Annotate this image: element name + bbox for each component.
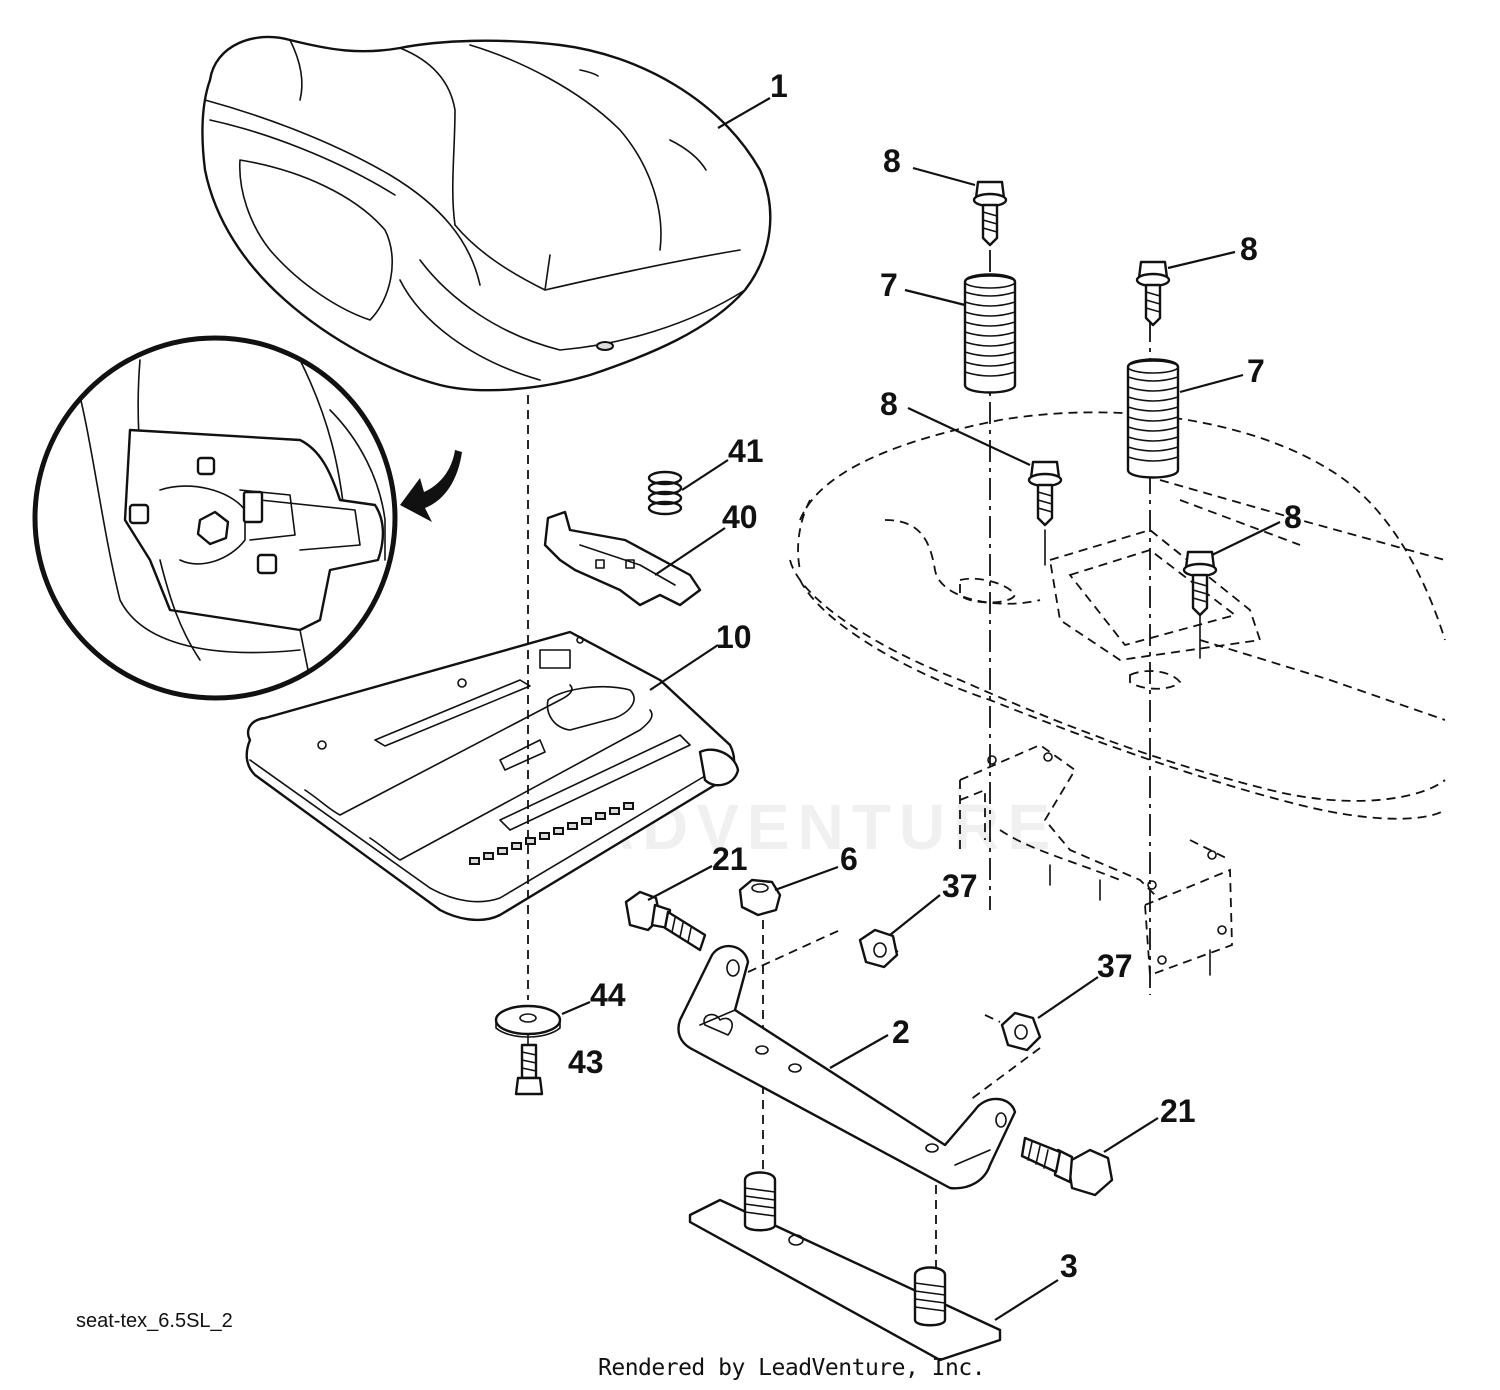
seat[interactable]: [201, 35, 772, 392]
callout-7a: 7: [880, 267, 898, 303]
frame-bracket-outline: [959, 743, 1233, 977]
leader-lines: [561, 97, 1281, 1321]
callout-43: 43: [568, 1044, 604, 1080]
hex-nut-upper[interactable]: [858, 928, 899, 969]
callout-3: 3: [1060, 1248, 1078, 1284]
washer[interactable]: [494, 1004, 562, 1038]
base-plate[interactable]: [688, 1171, 1002, 1362]
callout-1: 1: [770, 68, 788, 104]
callout-8d: 8: [1284, 499, 1302, 535]
bolt-top-left[interactable]: [972, 180, 1008, 247]
shoulder-bolt-left[interactable]: [624, 890, 707, 952]
callout-21a: 21: [712, 841, 748, 877]
slot-row: [469, 802, 634, 865]
callout-41: 41: [728, 433, 764, 469]
callout-7b: 7: [1247, 353, 1265, 389]
bolt-middle-right[interactable]: [1182, 550, 1218, 617]
callout-labels: 1 8 8 7 7 8 8 41 40 10 21 6 37 37 2 21 4…: [568, 68, 1302, 1284]
callout-8a: 8: [883, 143, 901, 179]
shoulder-bolt-right[interactable]: [1020, 1136, 1114, 1197]
deck-outline: [789, 411, 1446, 820]
lock-nut[interactable]: [738, 878, 782, 917]
bolt-top-right[interactable]: [1135, 260, 1171, 327]
callout-37b: 37: [1097, 948, 1133, 984]
small-spring[interactable]: [647, 470, 683, 516]
callout-37a: 37: [942, 868, 978, 904]
seat-pan[interactable]: [245, 630, 740, 922]
curved-arrow-icon: [400, 450, 462, 522]
drawing-id: seat-tex_6.5SL_2: [76, 1310, 233, 1332]
bolt-middle-left[interactable]: [1027, 460, 1063, 527]
seat-spring-left[interactable]: [963, 273, 1017, 394]
callout-40: 40: [722, 499, 758, 535]
hex-nut-lower[interactable]: [1000, 1011, 1042, 1052]
seat-latch[interactable]: [543, 510, 702, 607]
callout-8b: 8: [1240, 231, 1258, 267]
callout-21b: 21: [1160, 1093, 1196, 1129]
callout-8c: 8: [880, 386, 898, 422]
cap-screw[interactable]: [514, 1043, 544, 1096]
seat-spring-right[interactable]: [1126, 358, 1180, 479]
detail-inset: [32, 335, 462, 701]
callout-10: 10: [716, 619, 752, 655]
callout-2: 2: [892, 1014, 910, 1050]
stud-left: [743, 1171, 777, 1232]
callout-6: 6: [840, 841, 858, 877]
credit-line: Rendered by LeadVenture, Inc.: [598, 1355, 986, 1381]
seat-bracket[interactable]: [677, 944, 1017, 1190]
callout-44: 44: [590, 977, 626, 1013]
stud-right: [913, 1266, 947, 1327]
